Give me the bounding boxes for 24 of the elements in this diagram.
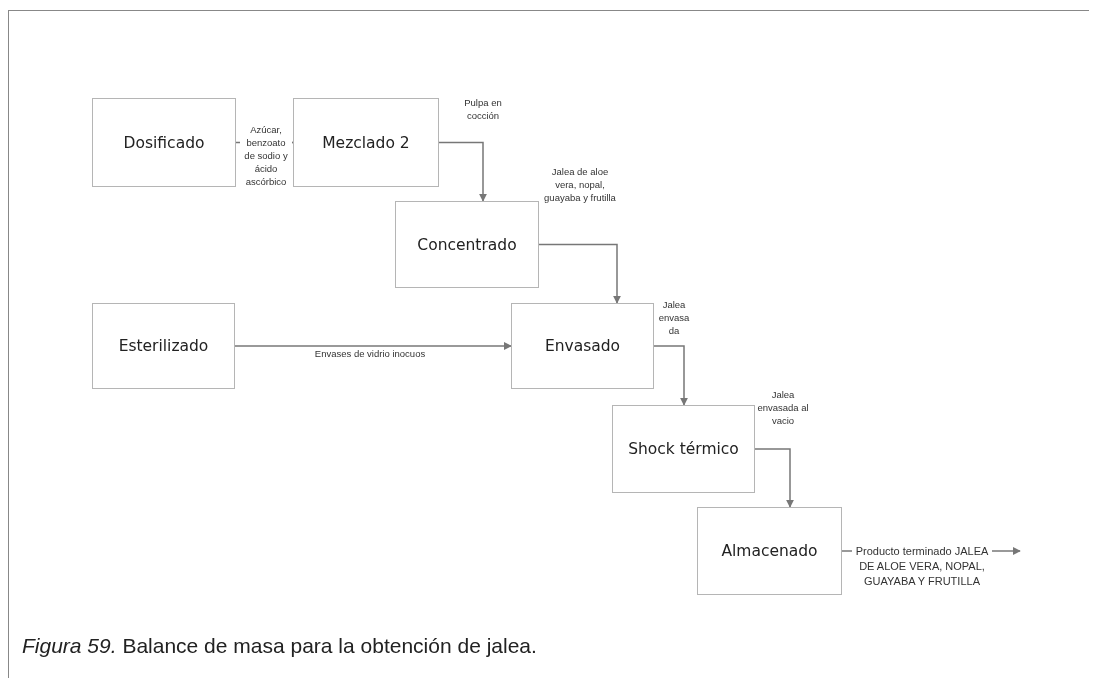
process-box [92, 303, 235, 389]
edge-label: Jalea envasa da [656, 298, 692, 337]
process-box [511, 303, 654, 389]
edge-label: Jalea envasada al vacio [757, 388, 809, 427]
process-box [395, 201, 539, 288]
arrow [754, 448, 794, 508]
process-box [92, 98, 236, 187]
process-label: Esterilizado [118, 337, 209, 355]
process-box [612, 405, 755, 493]
edge-label: Azúcar, benzoato de sodio y ácido ascórbico [240, 123, 292, 188]
process-label: Concentrado [417, 235, 517, 254]
process-label: Mezclado 2 [322, 133, 410, 152]
arrow [653, 345, 688, 406]
process-label: Envasado [544, 337, 621, 355]
figure-caption: Figura 59. Balance de masa para la obtención de jalea. [22, 634, 537, 658]
arrow [234, 342, 512, 350]
process-label: Almacenado [721, 542, 818, 560]
process-box [697, 507, 842, 595]
arrow [438, 141, 487, 202]
edge-label: Jalea de aloe vera, nopal, guayaba y frutilla [544, 165, 616, 204]
process-box [293, 98, 439, 187]
process-label: Dosificado [123, 133, 205, 152]
arrow [538, 243, 621, 304]
process-label: Shock térmico [628, 440, 739, 458]
